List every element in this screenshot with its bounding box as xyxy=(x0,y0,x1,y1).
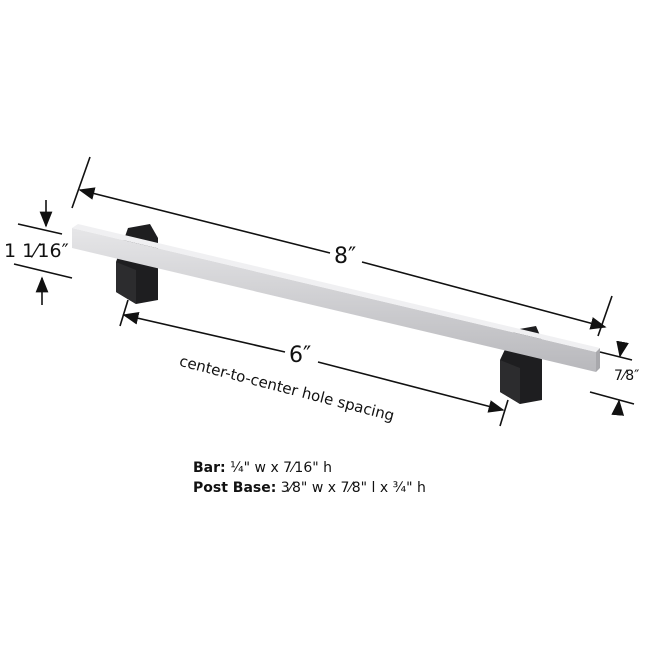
projection-arrow-top xyxy=(616,340,629,358)
spec-post-base: Post Base: 3⁄8" w x 7⁄8" l x ¾" h xyxy=(193,478,426,498)
dim-8-ext-right xyxy=(597,295,613,337)
dim-6-ext-right xyxy=(499,399,509,427)
projection-ext-bottom xyxy=(589,391,635,405)
spec-bar: Bar: ¼" w x 7⁄16" h xyxy=(193,458,426,478)
specs: Bar: ¼" w x 7⁄16" h Post Base: 3⁄8" w x … xyxy=(193,458,426,498)
dim-projection: 7⁄8″ xyxy=(614,368,640,384)
projection-ext-top xyxy=(599,351,633,361)
dim-overall-length: 8″ xyxy=(334,244,357,269)
dim-center-to-center: 6″ xyxy=(289,343,312,368)
dim-8-ext-left xyxy=(71,156,91,209)
dim-height: 1 1⁄16″ xyxy=(4,240,69,262)
dim-6-arrow-left xyxy=(122,311,286,353)
spec-value: 3⁄8" w x 7⁄8" l x ¾" h xyxy=(280,480,426,496)
height-ext-bottom xyxy=(13,263,73,279)
spec-label: Post Base: xyxy=(193,480,277,496)
spec-value: ¼" w x 7⁄16" h xyxy=(230,460,332,476)
spec-label: Bar: xyxy=(193,460,226,476)
dim-8-arrow-right xyxy=(361,261,607,330)
height-ext-top xyxy=(17,223,63,235)
dim-8-arrow-left xyxy=(78,187,331,254)
dim-6-arrow-right xyxy=(317,361,505,413)
projection-arrow-bottom xyxy=(611,399,625,416)
dim-6-ext-left xyxy=(119,299,129,327)
bar xyxy=(72,224,600,372)
